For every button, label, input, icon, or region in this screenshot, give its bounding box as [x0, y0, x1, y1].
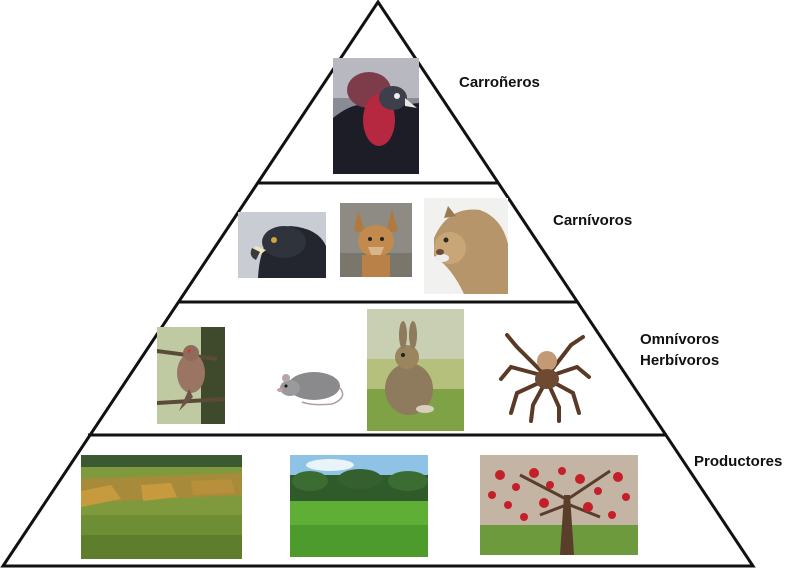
tarantula-photo	[497, 327, 592, 423]
mouse-photo	[262, 362, 350, 408]
rabbit-photo	[367, 309, 464, 431]
pyramid-triangle	[0, 0, 756, 568]
condor-photo	[333, 58, 419, 174]
dove-photo	[157, 327, 225, 424]
level-label-omnivoros: Omnívoros	[640, 331, 720, 348]
fox-photo	[340, 203, 412, 277]
level-label-herbivoros: Herbívoros	[640, 352, 720, 369]
level-label-carnivoros: Carnívoros	[553, 212, 633, 229]
puma-photo	[424, 198, 508, 294]
apple-tree-photo	[480, 455, 638, 555]
level-label-productores: Productores	[694, 453, 783, 470]
level-label-carroneros: Carroñeros	[459, 74, 540, 91]
eagle-photo	[238, 212, 326, 278]
corn-field-photo	[290, 455, 428, 557]
crop-field-photo	[81, 455, 242, 559]
